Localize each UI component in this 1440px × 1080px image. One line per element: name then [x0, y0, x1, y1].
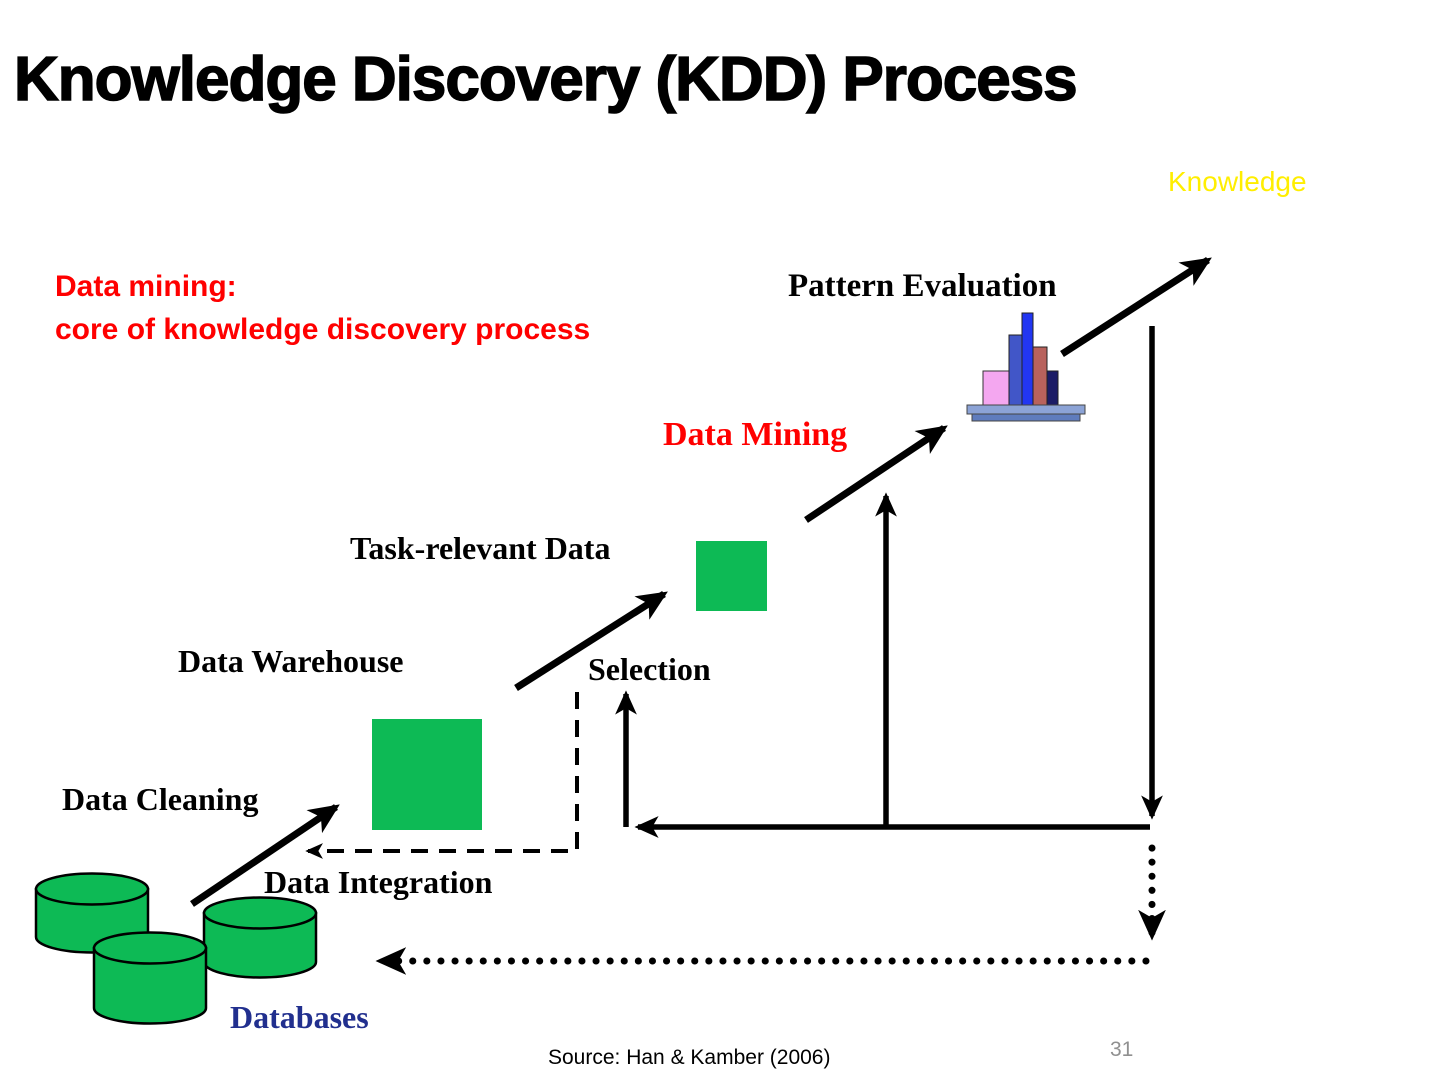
task-relevant-data-label: Task-relevant Data	[350, 530, 611, 566]
data-cleaning-label: Data Cleaning	[62, 781, 259, 817]
integration-dashed-arrow	[305, 692, 579, 859]
bar-blue	[1008, 334, 1023, 406]
data-mining-diagonal-arrow	[804, 425, 948, 523]
database-cylinder-right	[202, 896, 318, 979]
bar-chart-icon	[966, 312, 1086, 422]
databases-icon	[34, 872, 318, 1025]
page-number: 31	[1110, 1038, 1134, 1061]
data-mining-note-line2: core of knowledge discovery process	[55, 312, 591, 346]
databases-label: Databases	[230, 999, 369, 1035]
to-knowledge-arrow	[1060, 257, 1212, 357]
task-relevant-data-icon	[696, 541, 767, 611]
data-mining-note-line1: Data mining:	[55, 270, 237, 303]
bar-dark	[1046, 370, 1059, 406]
knowledge-label: Knowledge	[1168, 166, 1307, 197]
pattern-evaluation-label: Pattern Evaluation	[788, 268, 1057, 304]
bar-pink	[982, 370, 1010, 406]
data-integration-label: Data Integration	[264, 864, 493, 900]
data-warehouse-label: Data Warehouse	[178, 643, 404, 679]
data-cleaning-arrow	[190, 804, 340, 907]
data-warehouse-icon	[372, 719, 482, 830]
data-mining-label: Data Mining	[663, 416, 848, 453]
database-cylinder-front	[92, 931, 208, 1025]
chart-platform-front	[971, 413, 1081, 422]
selection-diagonal-arrow	[514, 591, 668, 691]
bar-bright-blue	[1021, 312, 1034, 406]
source-note: Source: Han & Kamber (2006)	[548, 1046, 831, 1069]
chart-platform-top	[966, 404, 1086, 415]
slide-title: Knowledge Discovery (KDD) Process	[13, 44, 1078, 115]
selection-label: Selection	[588, 651, 711, 687]
bar-red	[1032, 346, 1048, 406]
data-mining-note: Data mining: core of knowledge discovery…	[55, 266, 590, 351]
